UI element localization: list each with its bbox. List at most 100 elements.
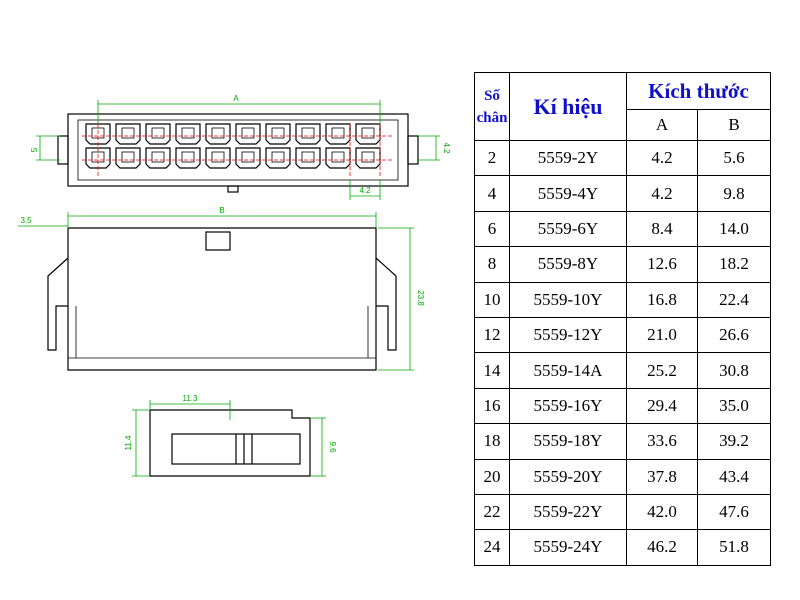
cell-pins: 2 xyxy=(474,139,510,177)
dim-11-3-label: 11.3 xyxy=(183,394,199,403)
cell-a: 37.8 xyxy=(626,458,698,495)
top-view-centerlines xyxy=(82,124,394,178)
cell-pins: 10 xyxy=(474,281,510,318)
pin-cavity xyxy=(115,147,141,169)
cell-b: 5.6 xyxy=(697,139,771,177)
pin-cavity xyxy=(205,123,231,145)
pin-cavity-inner xyxy=(331,151,345,163)
side-view-left-hook xyxy=(47,257,69,351)
cell-a: 29.4 xyxy=(626,387,698,425)
dim-23-8-label: 23.8 xyxy=(416,290,425,306)
pin-cavity xyxy=(145,147,171,169)
dim-4-2-right-label: 4.2 xyxy=(442,142,451,154)
cell-code: 5559-24Y xyxy=(509,529,627,566)
cell-b: 26.6 xyxy=(697,316,771,354)
pin-cavity xyxy=(325,147,351,169)
cell-code: 5559-14A xyxy=(509,352,627,389)
top-view-inner-frame xyxy=(77,119,399,181)
pin-cavity-inner xyxy=(151,127,165,139)
pin-cavity-inner xyxy=(331,127,345,139)
cell-b: 43.4 xyxy=(697,458,771,495)
side-view-right-hook xyxy=(375,257,397,351)
cell-a: 12.6 xyxy=(626,246,698,283)
dim-3-5-label: 3.5 xyxy=(20,216,32,225)
dim-11-4-label: 11.4 xyxy=(124,435,133,451)
pin-cavity xyxy=(355,147,381,169)
connector-drawing: A 5 4.2 4.2 3.5 B 23.8 xyxy=(18,94,451,477)
cell-pins: 4 xyxy=(474,175,510,212)
cell-b: 9.8 xyxy=(697,175,771,212)
pin-cavity-inner xyxy=(271,151,285,163)
pin-cavity xyxy=(85,147,111,169)
header-a: A xyxy=(626,109,698,141)
cell-a: 21.0 xyxy=(626,316,698,354)
pin-cavity-inner xyxy=(361,127,375,139)
side-view-dimensions xyxy=(18,212,414,371)
cell-code: 5559-8Y xyxy=(509,246,627,283)
cell-code: 5559-2Y xyxy=(509,139,627,177)
left-latch xyxy=(57,135,69,165)
cell-code: 5559-4Y xyxy=(509,175,627,212)
pin-cavity-inner xyxy=(151,151,165,163)
pin-cavity xyxy=(235,123,261,145)
pin-cavity-inner xyxy=(241,151,255,163)
top-view xyxy=(57,113,419,193)
cell-a: 16.8 xyxy=(626,281,698,318)
right-latch xyxy=(407,135,419,165)
top-view-body xyxy=(67,113,409,187)
cell-code: 5559-6Y xyxy=(509,210,627,248)
pin-cavity-inner xyxy=(181,151,195,163)
cell-a: 42.0 xyxy=(626,493,698,531)
bottom-key xyxy=(227,185,239,193)
cell-pins: 24 xyxy=(474,529,510,566)
cell-b: 51.8 xyxy=(697,529,771,566)
dim-a-label: A xyxy=(233,94,239,103)
header-size: Kích thước xyxy=(626,72,771,110)
pin-cavity xyxy=(295,123,321,145)
header-code: Kí hiệu xyxy=(509,72,627,141)
cell-code: 5559-22Y xyxy=(509,493,627,531)
pin-cavity xyxy=(295,147,321,169)
cell-b: 39.2 xyxy=(697,423,771,460)
cell-code: 5559-10Y xyxy=(509,281,627,318)
cell-a: 4.2 xyxy=(626,139,698,177)
cell-b: 14.0 xyxy=(697,210,771,248)
dim-4-2-bottom-label: 4.2 xyxy=(359,186,371,195)
cell-pins: 14 xyxy=(474,352,510,389)
cell-pins: 12 xyxy=(474,316,510,354)
cell-pins: 16 xyxy=(474,387,510,425)
cell-b: 30.8 xyxy=(697,352,771,389)
pin-cavity-inner xyxy=(361,151,375,163)
cell-pins: 18 xyxy=(474,423,510,460)
pin-cavity-inner xyxy=(241,127,255,139)
header-pins: Số chân xyxy=(474,72,510,141)
pin-cavity-inner xyxy=(211,127,225,139)
side-view-body xyxy=(67,227,377,371)
side-view xyxy=(47,227,397,371)
cell-a: 46.2 xyxy=(626,529,698,566)
pin-cavity-inner xyxy=(301,127,315,139)
cell-pins: 6 xyxy=(474,210,510,248)
dim-9-6-label: 9.6 xyxy=(328,441,337,453)
pin-cavity-inner xyxy=(271,127,285,139)
end-view-dimensions xyxy=(132,400,326,477)
pin-cavity xyxy=(205,147,231,169)
cell-code: 5559-18Y xyxy=(509,423,627,460)
cell-b: 35.0 xyxy=(697,387,771,425)
cell-pins: 22 xyxy=(474,493,510,531)
cell-b: 18.2 xyxy=(697,246,771,283)
cell-pins: 8 xyxy=(474,246,510,283)
cell-pins: 20 xyxy=(474,458,510,495)
pin-cavity xyxy=(325,123,351,145)
pin-cavity xyxy=(265,147,291,169)
pin-cavities xyxy=(85,123,381,169)
pin-cavity-inner xyxy=(121,127,135,139)
